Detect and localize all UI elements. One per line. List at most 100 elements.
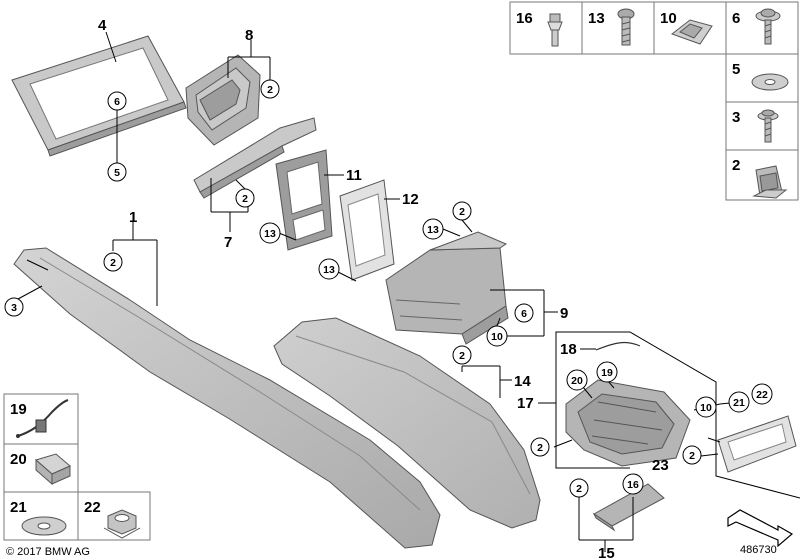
circle-callout-2-bezel: 2 bbox=[682, 445, 702, 465]
legend-label-5: 5 bbox=[732, 61, 740, 78]
clip-nut-icon bbox=[670, 19, 713, 45]
circle-callout-2-bracket: 2 bbox=[260, 79, 280, 99]
housing-part-9 bbox=[385, 231, 509, 345]
circle-callout-6-housing: 6 bbox=[514, 303, 534, 323]
svg-text:10: 10 bbox=[491, 331, 503, 343]
legend-bottom-left: 19 20 21 22 bbox=[3, 393, 151, 541]
callout-14: 14 bbox=[514, 373, 531, 390]
leader-lines bbox=[17, 31, 800, 552]
legend-label-10: 10 bbox=[660, 10, 677, 27]
svg-text:13: 13 bbox=[427, 224, 439, 236]
washer-icon bbox=[751, 73, 789, 91]
circle-callout-13-lower: 13 bbox=[318, 258, 340, 280]
circle-callout-21-mech: 21 bbox=[728, 391, 750, 413]
circle-callout-10-mech: 10 bbox=[695, 396, 717, 418]
svg-text:2: 2 bbox=[459, 350, 465, 362]
circle-callout-3-sidetrim: 3 bbox=[4, 297, 24, 317]
svg-text:2: 2 bbox=[267, 84, 273, 96]
legend-label-20: 20 bbox=[10, 451, 27, 468]
cover-part-15 bbox=[592, 483, 665, 532]
bracket-part-8 bbox=[185, 54, 261, 146]
legend-label-21: 21 bbox=[10, 499, 27, 516]
circle-callout-6-clip: 6 bbox=[107, 91, 127, 111]
circle-callout-19-mech: 19 bbox=[596, 361, 618, 383]
callout-1: 1 bbox=[129, 209, 137, 226]
frame-part-11 bbox=[275, 149, 333, 251]
legend-label-6: 6 bbox=[732, 10, 740, 27]
circle-callout-2-armrest: 2 bbox=[452, 345, 472, 365]
legend-label-22: 22 bbox=[84, 499, 101, 516]
washer-large-icon bbox=[21, 516, 67, 536]
legend-label-19: 19 bbox=[10, 401, 27, 418]
legend-label-2: 2 bbox=[732, 157, 740, 174]
svg-text:10: 10 bbox=[700, 402, 712, 414]
svg-text:13: 13 bbox=[264, 228, 276, 240]
circle-callout-2-mech: 2 bbox=[530, 437, 550, 457]
cable-part-18 bbox=[595, 341, 641, 351]
svg-text:2: 2 bbox=[242, 193, 248, 205]
svg-text:20: 20 bbox=[571, 375, 583, 387]
circled-callouts: 6 5 2 2 13 13 13 2 bbox=[4, 79, 773, 498]
svg-text:2: 2 bbox=[110, 257, 116, 269]
legend-top-right: 16 13 10 6 bbox=[509, 1, 799, 55]
callout-17: 17 bbox=[517, 395, 534, 412]
callout-8: 8 bbox=[245, 27, 253, 44]
svg-text:3: 3 bbox=[11, 302, 17, 314]
diagram-id: 486730 bbox=[740, 544, 777, 556]
cable-tie-icon bbox=[16, 399, 69, 438]
svg-text:6: 6 bbox=[114, 96, 120, 108]
legend-label-3: 3 bbox=[732, 109, 740, 126]
circle-callout-2-cover: 2 bbox=[569, 478, 589, 498]
screw-washer-icon bbox=[755, 8, 781, 45]
callout-23: 23 bbox=[652, 457, 669, 474]
svg-text:19: 19 bbox=[601, 367, 613, 379]
side-trim-part-1 bbox=[13, 247, 441, 549]
svg-text:2: 2 bbox=[576, 483, 582, 495]
circle-callout-20-mech: 20 bbox=[566, 369, 588, 391]
callout-4: 4 bbox=[98, 17, 107, 34]
mechanism-part-17 bbox=[565, 379, 691, 467]
circle-callout-10-housing: 10 bbox=[486, 325, 508, 347]
circle-callout-2-trim: 2 bbox=[235, 188, 255, 208]
screw-icon bbox=[617, 8, 635, 46]
svg-text:2: 2 bbox=[459, 206, 465, 218]
spring-clip-icon bbox=[752, 165, 788, 199]
circle-callout-13-frame: 13 bbox=[259, 222, 281, 244]
legend-label-16: 16 bbox=[516, 10, 533, 27]
svg-text:2: 2 bbox=[689, 450, 695, 462]
copyright-text: © 2017 BMW AG bbox=[6, 546, 90, 558]
legend-right-column: 5 3 2 bbox=[725, 53, 799, 201]
trim-part-7 bbox=[193, 117, 317, 199]
direction-arrow-icon bbox=[727, 509, 794, 548]
circle-callout-5-clip: 5 bbox=[107, 162, 127, 182]
circle-callout-13-housing: 13 bbox=[422, 218, 444, 240]
circle-callout-16-cover: 16 bbox=[622, 473, 644, 495]
circle-callout-2-sidetrim: 2 bbox=[103, 252, 123, 272]
armrest-part-14 bbox=[273, 317, 541, 529]
svg-text:22: 22 bbox=[756, 389, 768, 401]
callout-12: 12 bbox=[402, 191, 419, 208]
callout-9: 9 bbox=[560, 305, 568, 322]
svg-text:5: 5 bbox=[114, 167, 120, 179]
callout-18: 18 bbox=[560, 341, 577, 358]
svg-text:2: 2 bbox=[537, 442, 543, 454]
callout-11: 11 bbox=[346, 167, 362, 184]
hex-nut-icon bbox=[103, 509, 141, 539]
frame-part-4 bbox=[11, 35, 187, 157]
callout-7: 7 bbox=[224, 234, 232, 251]
clip-rivet-icon bbox=[547, 13, 563, 47]
svg-text:21: 21 bbox=[733, 397, 745, 409]
svg-text:13: 13 bbox=[323, 264, 335, 276]
circle-callout-2-housing: 2 bbox=[452, 201, 472, 221]
circle-callout-22-mech: 22 bbox=[751, 383, 773, 405]
bezel-part-23 bbox=[717, 415, 797, 473]
frame-part-12 bbox=[339, 179, 395, 281]
callout-numbers: 4 8 1 11 12 7 9 14 17 18 23 15 bbox=[98, 17, 669, 560]
svg-text:6: 6 bbox=[521, 308, 527, 320]
cable-holder-icon bbox=[34, 453, 71, 486]
screw-flange-icon bbox=[757, 109, 779, 143]
svg-text:16: 16 bbox=[627, 479, 639, 491]
callout-15: 15 bbox=[598, 545, 615, 560]
